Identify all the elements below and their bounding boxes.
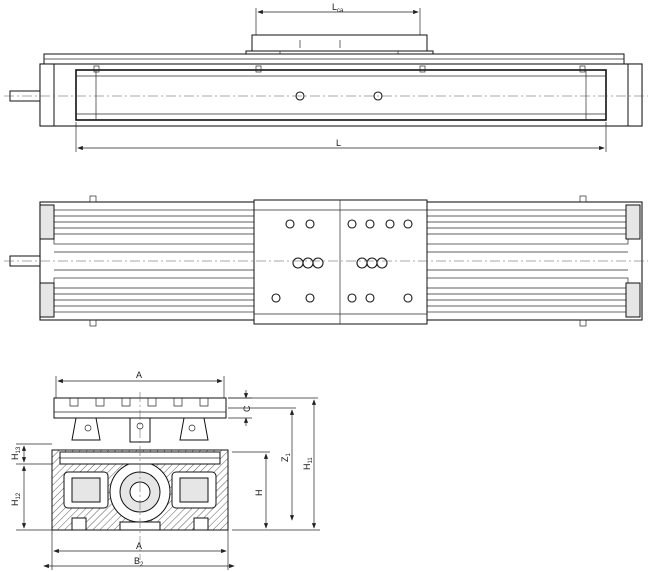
dim-lca: Lca <box>255 2 421 36</box>
svg-text:L: L <box>336 138 341 148</box>
svg-text:Lca: Lca <box>332 2 344 14</box>
svg-text:C: C <box>242 405 252 412</box>
top-view <box>4 195 648 327</box>
svg-text:H13: H13 <box>10 446 22 460</box>
dim-a-top: A <box>55 370 225 400</box>
svg-text:A: A <box>136 370 142 380</box>
svg-text:H: H <box>254 490 264 497</box>
dim-a-bottom: A <box>51 530 229 570</box>
svg-text:A: A <box>136 541 142 551</box>
top-carriage <box>253 199 428 325</box>
side-body <box>39 63 643 127</box>
svg-text:H11: H11 <box>302 457 314 470</box>
dim-h13: H13 <box>10 443 52 465</box>
top-bolts-lower <box>271 293 413 303</box>
section-carriage-plate <box>53 397 227 419</box>
svg-text:Z1: Z1 <box>280 453 292 463</box>
side-carriage-top <box>251 34 428 52</box>
top-bolts-middle <box>292 257 388 269</box>
side-view: Lca <box>4 2 648 152</box>
svg-text:H12: H12 <box>10 492 22 506</box>
dim-h11: H11 <box>228 397 318 529</box>
dim-l: L <box>75 122 607 152</box>
top-bolts-upper <box>285 219 413 229</box>
dim-b2: B2 <box>43 556 235 569</box>
dim-h12: H12 <box>10 465 52 531</box>
dim-h: H <box>232 451 320 531</box>
svg-text:B2: B2 <box>134 556 144 568</box>
dim-z1: Z1 <box>228 407 296 521</box>
cross-section: A C Z1 H11 H <box>10 370 320 570</box>
